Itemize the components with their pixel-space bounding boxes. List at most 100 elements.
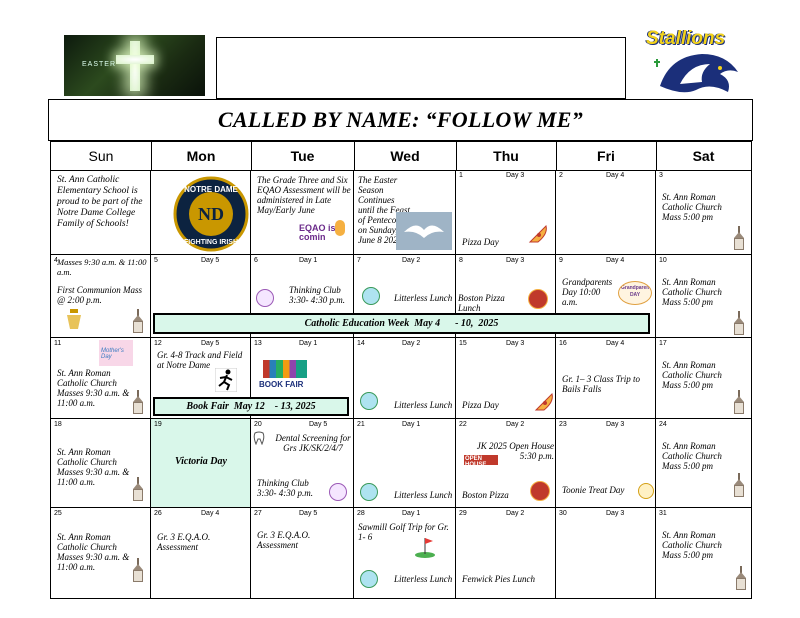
toonie-treat-text: Toonie Treat Day	[562, 485, 625, 495]
cell-wed-week4: 21 Day 1 Litterless Lunch	[354, 419, 456, 508]
church-icon	[131, 390, 145, 414]
day-cycle: Day 2	[402, 257, 421, 264]
date-number: 4	[54, 257, 58, 264]
day-cycle: Day 5	[299, 510, 318, 517]
cell-mon-week1: NOTRE DAME ND FIGHTING IRISH	[151, 170, 251, 255]
litterless-lunch-text: Litterless Lunch	[394, 490, 453, 500]
grandparents-logo-text: Grandparents DAY	[621, 285, 652, 298]
day-cycle: Day 3	[606, 421, 625, 428]
cell-thu-week1: 1 Day 3 Pizza Day	[456, 170, 556, 255]
boston-pizza-icon	[530, 481, 550, 501]
calendar-title: CALLED BY NAME: “FOLLOW ME”	[217, 107, 584, 132]
mass-text: St. Ann Roman Catholic Church Mass 5:00 …	[662, 441, 722, 471]
day-cycle: Day 4	[606, 172, 625, 179]
cell-thu-week4: 22 Day 2 JK 2025 Open House 5:30 p.m. OP…	[456, 419, 556, 508]
header-blank-box	[216, 37, 626, 99]
day-cycle: Day 3	[506, 172, 525, 179]
date-number: 20	[254, 421, 262, 428]
date-number: 19	[154, 421, 162, 428]
day-cycle: Day 3	[506, 340, 525, 347]
cell-sun-week5: 25 St. Ann Roman Catholic Church Masses …	[51, 508, 151, 598]
date-number: 14	[357, 340, 365, 347]
cell-sun-week1: St. Ann Catholic Elementary School is pr…	[51, 170, 151, 255]
pizza-icon	[534, 393, 553, 411]
cell-thu-week3: 15 Day 3 Pizza Day	[456, 338, 556, 419]
date-number: 26	[154, 510, 162, 517]
cell-mon-week2: 5 Day 5	[151, 255, 251, 338]
date-number: 2	[559, 172, 563, 179]
open-house-logo-text: OPEN HOUSE	[465, 456, 487, 468]
cell-sun-week3: 11 Mother's Day St. Ann Roman Catholic C…	[51, 338, 151, 419]
stallions-logo-text: Stallions	[646, 28, 726, 49]
calendar-title-box: CALLED BY NAME: “FOLLOW ME”	[48, 99, 753, 141]
cell-thu-week2: 8 Day 3 Boston Pizza Lunch	[456, 255, 556, 338]
eqao-assessment-text: Gr. 3 E.Q.A.O. Assessment	[257, 530, 311, 550]
date-number: 6	[254, 257, 258, 264]
date-number: 11	[54, 340, 62, 347]
dove-icon	[396, 212, 452, 250]
nd-logo-bottom-text: FIGHTING IRISH	[184, 239, 238, 246]
cell-wed-week1: The Easter Season Continues until the Fe…	[354, 170, 456, 255]
litterless-lunch-text: Litterless Lunch	[394, 400, 453, 410]
date-number: 22	[459, 421, 467, 428]
litterless-icon	[360, 483, 378, 501]
cell-thu-week5: 29 Day 2 Fenwick Pies Lunch	[456, 508, 556, 598]
litterless-icon	[362, 287, 380, 305]
date-number: 24	[659, 421, 667, 428]
catholic-education-week-text: Catholic Education Week May 4 - 10, 2025	[304, 318, 499, 329]
easter-season-text: The Easter Season Continues until the Fe…	[358, 175, 410, 245]
communion-icon	[67, 309, 81, 329]
day-cycle: Day 5	[201, 257, 220, 264]
date-number: 25	[54, 510, 62, 517]
church-icon	[131, 558, 145, 582]
date-number: 3	[659, 172, 663, 179]
date-number: 7	[357, 257, 361, 264]
date-number: 21	[357, 421, 365, 428]
date-number: 9	[559, 257, 563, 264]
catholic-education-week-banner: Catholic Education Week May 4 - 10, 2025	[153, 313, 650, 334]
cell-sat-week4: 24 St. Ann Roman Catholic Church Mass 5:…	[656, 419, 751, 508]
thinking-club-icon	[256, 289, 274, 307]
golf-icon	[415, 538, 435, 558]
cell-fri-week4: 23 Day 3 Toonie Treat Day	[556, 419, 656, 508]
mass-text: St. Ann Roman Catholic Church Masses 9:3…	[57, 532, 130, 572]
cell-fri-week2: 9 Day 4 Grandparents Day 10:00 a.m. Gran…	[556, 255, 656, 338]
grandparents-day-text: Grandparents Day 10:00 a.m.	[562, 277, 613, 307]
cell-sun-week2: 4 Masses 9:30 a.m. & 11:00 a.m. First Co…	[51, 255, 151, 338]
mothers-day-text: Mother's Day	[101, 348, 124, 360]
class-trip-text: Gr. 1– 3 Class Trip to Bails Falls	[562, 374, 641, 394]
boston-pizza-text: Boston Pizza Lunch	[458, 293, 505, 313]
calendar-grid: Sun Mon Tue Wed Thu Fri Sat St. Ann Cath…	[50, 141, 752, 599]
header-tue: Tue	[251, 142, 355, 171]
date-number: 27	[254, 510, 262, 517]
school-proud-text: St. Ann Catholic Elementary School is pr…	[57, 175, 143, 229]
cell-wed-week2: 7 Day 2 Litterless Lunch	[354, 255, 456, 338]
easter-logo-text: EASTER	[82, 61, 117, 68]
cell-mon-week5: 26 Day 4 Gr. 3 E.Q.A.O. Assessment	[151, 508, 251, 598]
date-number: 29	[459, 510, 467, 517]
church-icon	[734, 566, 748, 590]
day-cycle: Day 4	[606, 340, 625, 347]
header-sat: Sat	[656, 142, 751, 171]
victoria-day-text: Victoria Day	[175, 456, 227, 467]
masses-text: Masses 9:30 a.m. & 11:00 a.m.	[57, 257, 147, 277]
easter-logo: EASTER	[64, 35, 205, 96]
cell-tue-week3: 13 Day 1 BOOK FAIR	[251, 338, 354, 419]
header-mon: Mon	[151, 142, 252, 171]
cell-wed-week3: 14 Day 2 Litterless Lunch	[354, 338, 456, 419]
book-fair-logo-text: BOOK FAIR	[259, 380, 304, 389]
golf-trip-text: Sawmill Golf Trip for Gr. 1- 6	[358, 522, 449, 542]
thinking-club-text: Thinking Club 3:30- 4:30 p.m.	[289, 285, 345, 305]
book-fair-banner: Book Fair May 12 - 13, 2025	[153, 397, 349, 416]
cell-tue-week1: The Grade Three and Six EQAO Assessment …	[251, 170, 354, 255]
church-icon	[732, 311, 746, 335]
first-communion-text: First Communion Mass @ 2:00 p.m.	[57, 285, 143, 305]
notre-dame-logo: NOTRE DAME ND FIGHTING IRISH	[173, 176, 249, 252]
day-cycle: Day 3	[606, 510, 625, 517]
date-number: 1	[459, 172, 463, 179]
mass-text: St. Ann Roman Catholic Church Mass 5:00 …	[662, 192, 722, 222]
pizza-day-text: Pizza Day	[462, 237, 499, 247]
cell-tue-week2: 6 Day 1 Thinking Club 3:30- 4:30 p.m.	[251, 255, 354, 338]
runner-icon	[215, 368, 237, 392]
mass-text: St. Ann Roman Catholic Church Masses 9:3…	[57, 368, 130, 408]
